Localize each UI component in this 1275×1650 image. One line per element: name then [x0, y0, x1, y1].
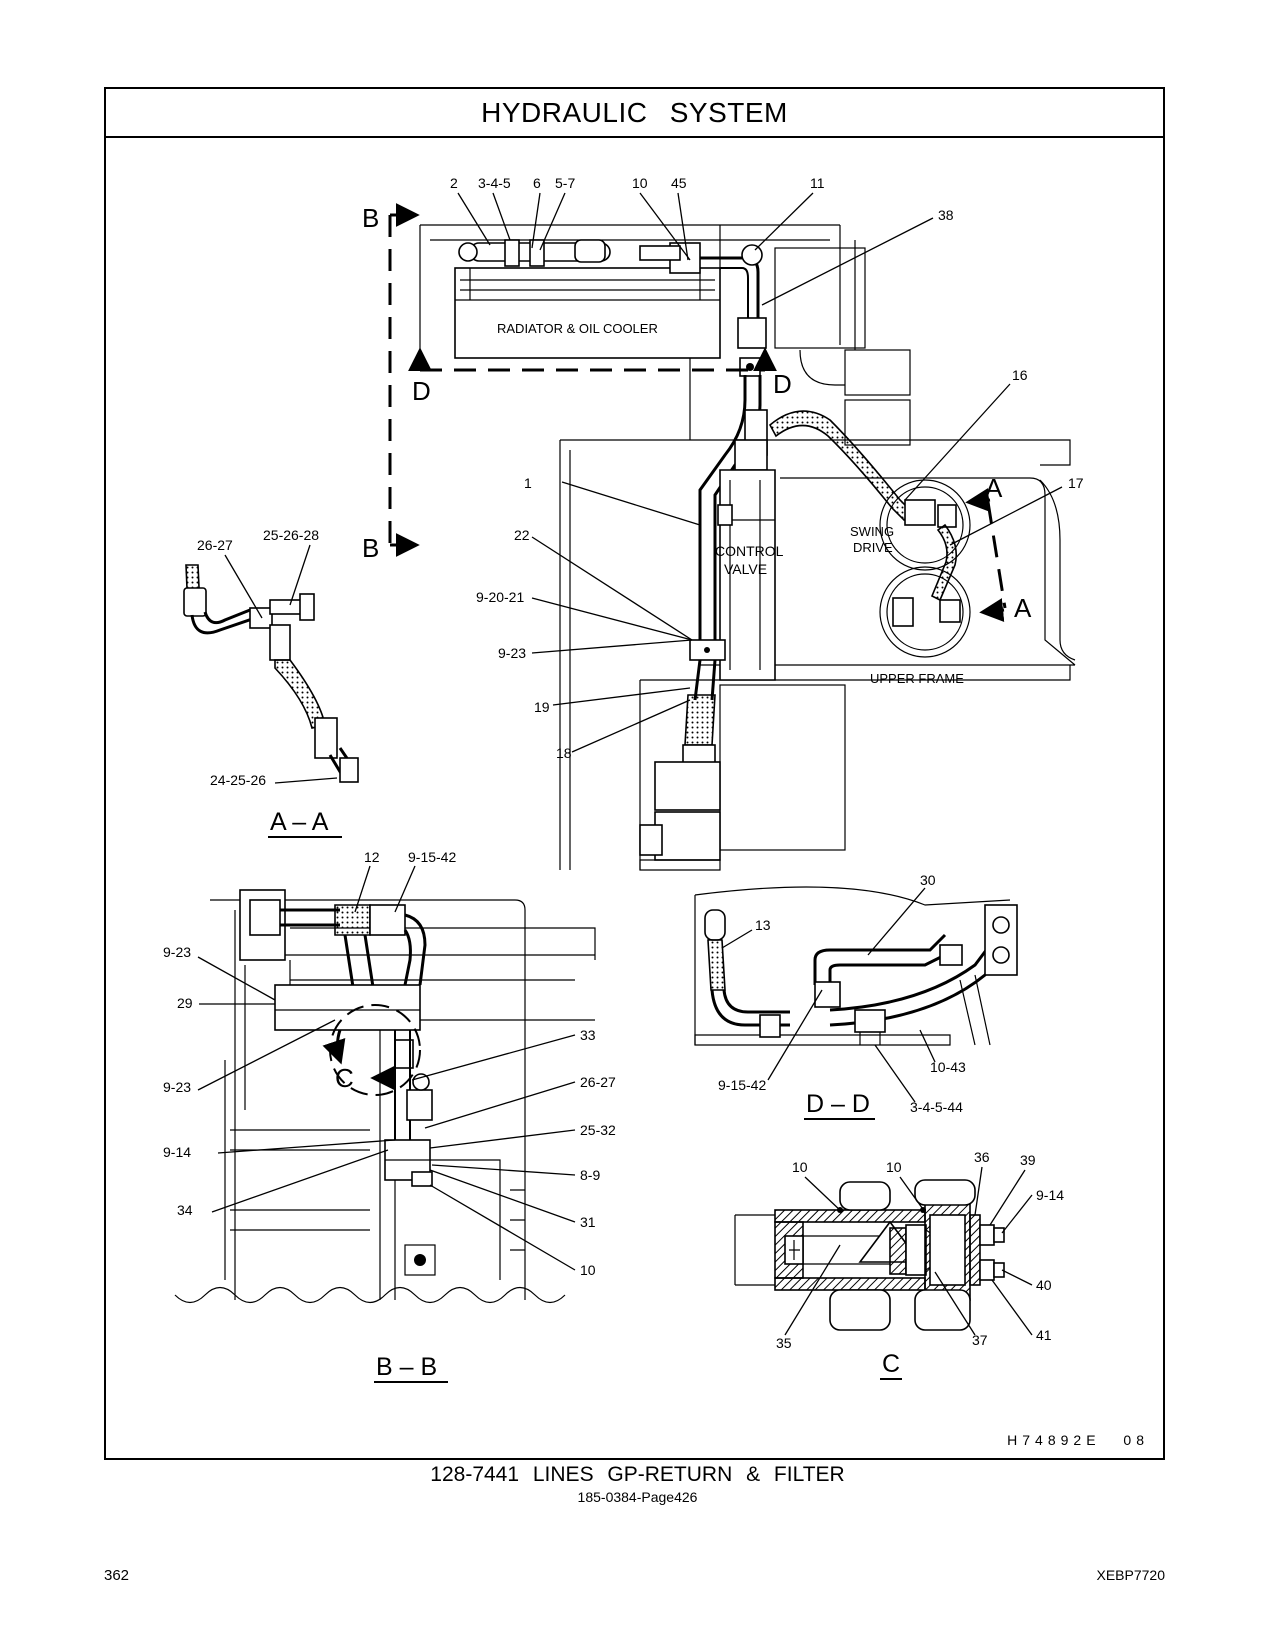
view-label-bb: B – B [376, 1353, 437, 1381]
callout-c: 10 [886, 1159, 902, 1175]
callout-c: 41 [1036, 1327, 1052, 1343]
swing-drive-label-2: DRIVE [853, 540, 893, 555]
view-c: 10 10 36 39 9-14 40 41 37 35 C [734, 1149, 1064, 1380]
callout-dd: 10-43 [930, 1059, 966, 1075]
callout-main: 22 [514, 527, 530, 543]
callout-main: 5-7 [555, 175, 575, 191]
callout-bb: 9-23 [163, 1079, 191, 1095]
callout-bb: 26-27 [580, 1074, 616, 1090]
callout-main: 19 [534, 699, 550, 715]
callout-dd: 3-4-5-44 [910, 1099, 963, 1115]
callout-bb: 10 [580, 1262, 596, 1278]
figure-caption: 128-7441 LINES GP-RETURN & FILTER 185-03… [0, 1463, 1275, 1505]
callout-main: 17 [1068, 475, 1084, 491]
caption-subtitle: 185-0384-Page426 [577, 1489, 698, 1505]
callout-aa: 26-27 [197, 537, 233, 553]
section-b-top: B [362, 203, 379, 233]
callout-c: 36 [974, 1149, 990, 1165]
section-d-left: D [412, 376, 431, 406]
radiator-label: RADIATOR & OIL COOLER [497, 321, 658, 336]
view-label-dd: D – D [806, 1090, 870, 1118]
section-b-bottom: B [362, 533, 379, 563]
view-aa: 26-27 25-26-28 24-25-26 A – A [183, 527, 359, 838]
callout-main: 16 [1012, 367, 1028, 383]
page-number: 362 [104, 1567, 130, 1584]
callout-bb: 33 [580, 1027, 596, 1043]
control-valve-label-2: VALVE [724, 561, 767, 577]
callout-c: 10 [792, 1159, 808, 1175]
page-title: HYDRAULIC SYSTEM [481, 97, 788, 128]
callout-bb: 12 [364, 849, 380, 865]
callout-c: 37 [972, 1332, 988, 1348]
callout-bb: 8-9 [580, 1167, 600, 1183]
callout-dd: 30 [920, 872, 936, 888]
callout-bb: 9-23 [163, 944, 191, 960]
view-label-aa: A – A [270, 808, 329, 836]
callout-main: 2 [450, 175, 458, 191]
drawing-frame: HYDRAULIC SYSTEM [104, 87, 1165, 1460]
callout-bb: 9-14 [163, 1144, 191, 1160]
callout-bb: 25-32 [580, 1122, 616, 1138]
callout-bb: 29 [177, 995, 193, 1011]
view-bb: C 12 9-15-42 9-23 29 9-23 33 26-27 25-32… [163, 849, 616, 1383]
callout-aa: 25-26-28 [263, 527, 319, 543]
view-label-c: C [882, 1350, 900, 1378]
section-a-top: A [985, 473, 1003, 503]
section-c-marker: C [335, 1063, 354, 1093]
callout-main: 3-4-5 [478, 175, 511, 191]
main-view: RADIATOR & OIL COOLER CONTROL VALVE [362, 175, 1084, 871]
callout-main: 38 [938, 207, 954, 223]
callout-main: 18 [556, 745, 572, 761]
swing-drive-label-1: SWING [850, 524, 894, 539]
callout-c: 39 [1020, 1152, 1036, 1168]
callout-aa: 24-25-26 [210, 772, 266, 788]
callout-main: 9-20-21 [476, 589, 524, 605]
title-bar: HYDRAULIC SYSTEM [106, 89, 1163, 138]
section-d-right: D [773, 369, 792, 399]
callout-bb: 9-15-42 [408, 849, 456, 865]
callout-dd: 13 [755, 917, 771, 933]
callout-main: 11 [810, 175, 825, 191]
callout-dd: 9-15-42 [718, 1077, 766, 1093]
caption-title: 128-7441 LINES GP-RETURN & FILTER [430, 1463, 845, 1486]
hydraulic-diagram: RADIATOR & OIL COOLER CONTROL VALVE [163, 175, 1084, 1383]
view-dd: 30 13 9-15-42 10-43 3-4-5-44 D – D [694, 872, 1018, 1120]
section-a-bottom: A [1014, 593, 1032, 623]
callout-bb: 34 [177, 1202, 193, 1218]
callout-c: 9-14 [1036, 1187, 1064, 1203]
callout-main: 1 [524, 475, 532, 491]
callout-c: 40 [1036, 1277, 1052, 1293]
upper-frame-label: UPPER FRAME [870, 671, 964, 686]
callout-main: 6 [533, 175, 541, 191]
control-valve-label-1: CONTROL [715, 543, 784, 559]
callout-bb: 31 [580, 1214, 596, 1230]
callout-main: 10 [632, 175, 648, 191]
callout-main: 9-23 [498, 645, 526, 661]
callout-main: 45 [671, 175, 687, 191]
document-code: XEBP7720 [1096, 1567, 1166, 1583]
callout-c: 35 [776, 1335, 792, 1351]
